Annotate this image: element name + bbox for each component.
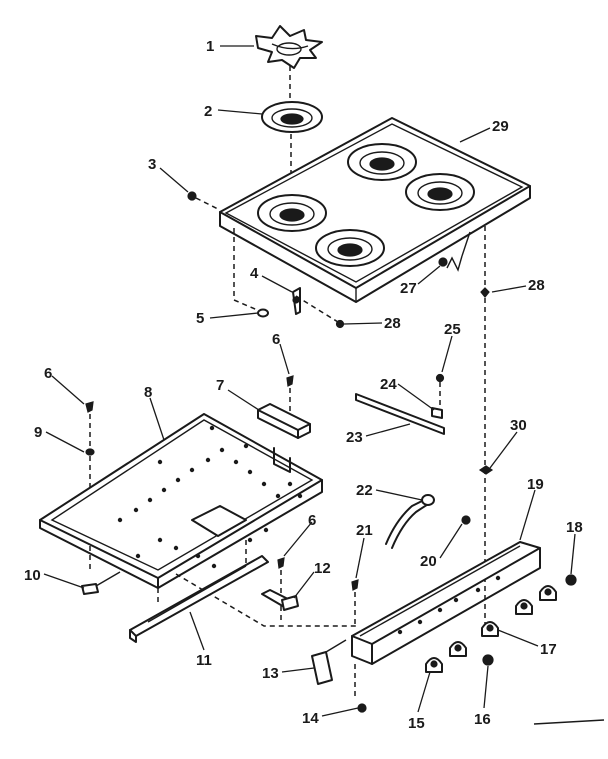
part-nut-30	[478, 465, 494, 475]
dash-cooktop-left	[233, 228, 263, 313]
part-bracket-13	[311, 639, 347, 685]
part-screw-5	[257, 308, 269, 318]
part-screw-14	[357, 703, 367, 713]
part-screw-18	[565, 574, 577, 586]
callout-28-upper: 28	[528, 277, 545, 294]
part-burner-box	[39, 413, 323, 589]
part-clip-27	[438, 231, 471, 272]
callout-20: 20	[420, 553, 437, 570]
callout-1: 1	[206, 38, 214, 55]
part-rail-11	[129, 555, 269, 643]
callout-5: 5	[196, 310, 204, 327]
part-bracket-4	[292, 287, 301, 315]
burner-box-holes	[117, 425, 303, 569]
callout-27: 27	[400, 280, 417, 297]
callout-30: 30	[510, 417, 527, 434]
callout-7: 7	[216, 377, 224, 394]
part-screw-25	[435, 373, 445, 406]
part-screw-6-top	[286, 375, 294, 416]
part-screw-8	[85, 401, 94, 446]
part-tube-22	[385, 494, 435, 549]
part-burner-cap	[255, 25, 323, 69]
callout-6-lower: 6	[308, 512, 316, 529]
part-screw-28-upper	[480, 287, 490, 298]
callout-2: 2	[204, 103, 212, 120]
dash-cooktop-mid	[295, 295, 339, 323]
part-clip-10	[81, 571, 121, 595]
part-cooktop	[219, 117, 531, 303]
callout-labels: 1 2 3 29 4 27 28 5 28 6 25 6 7 24 8 9 23…	[24, 38, 583, 732]
part-manifold-19	[351, 541, 541, 665]
scan-mark-line	[533, 719, 605, 725]
cooktop-burner-front-right	[315, 229, 385, 267]
callout-6-top: 6	[272, 331, 280, 348]
callout-17: 17	[540, 641, 557, 658]
cooktop-burner-front-left	[257, 194, 327, 232]
callout-6-left: 6	[44, 365, 52, 382]
part-screw-20	[461, 515, 471, 525]
callout-3: 3	[148, 156, 156, 173]
callout-18: 18	[566, 519, 583, 536]
cooktop-burner-rear-right	[405, 173, 475, 211]
callout-28-lower: 28	[384, 315, 401, 332]
part-brace-23	[355, 393, 445, 435]
callout-22: 22	[356, 482, 373, 499]
callout-8: 8	[144, 384, 152, 401]
callout-15: 15	[408, 715, 425, 732]
part-screw-6-lower	[277, 557, 285, 624]
manifold-holes	[397, 575, 501, 635]
part-orifice-16	[482, 654, 494, 666]
callout-12: 12	[314, 560, 331, 577]
callout-13: 13	[262, 665, 279, 682]
callout-25: 25	[444, 321, 461, 338]
part-screw-3	[187, 191, 221, 211]
callout-19: 19	[527, 476, 544, 493]
part-screw-28-lower	[335, 319, 345, 329]
callout-14: 14	[302, 710, 319, 727]
callout-16: 16	[474, 711, 491, 728]
dash-tray-to-rail	[175, 573, 358, 627]
cooktop-burner-rear-left	[347, 143, 417, 181]
callout-21: 21	[356, 522, 373, 539]
callout-29: 29	[492, 118, 509, 135]
callout-24: 24	[380, 376, 397, 393]
part-screw-21	[351, 579, 359, 628]
callout-11: 11	[196, 652, 212, 669]
part-fitting-12	[261, 589, 299, 611]
callout-23: 23	[346, 429, 363, 446]
callout-10: 10	[24, 567, 41, 584]
callout-9: 9	[34, 424, 42, 441]
part-burner-ring	[261, 101, 323, 133]
callout-4: 4	[250, 265, 259, 282]
leader-lines	[43, 45, 576, 717]
part-bracket-7	[257, 403, 311, 439]
part-valve-knobs	[425, 585, 557, 673]
